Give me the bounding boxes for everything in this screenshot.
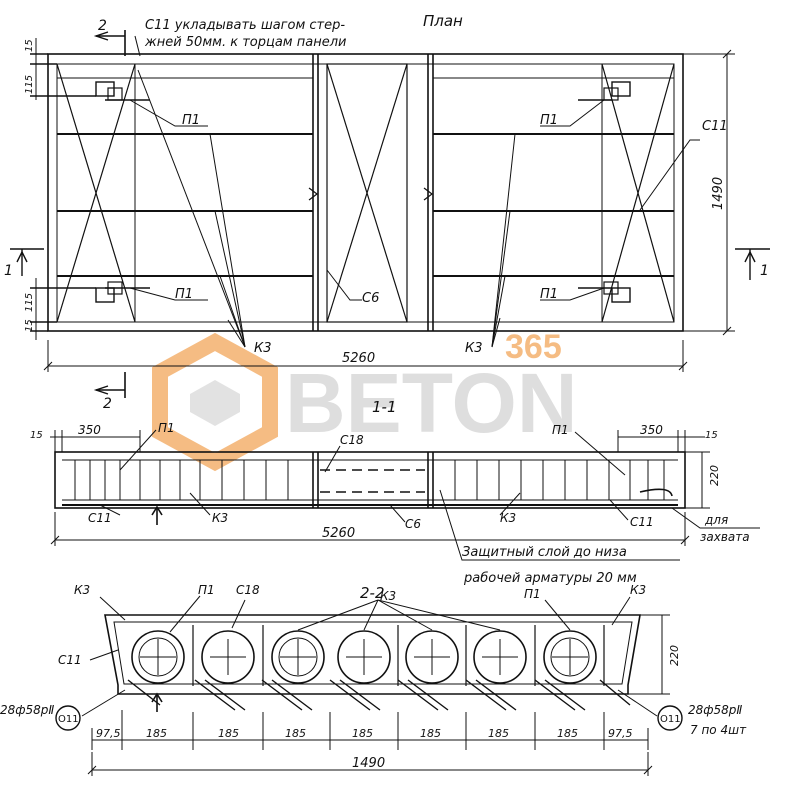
- plan-dim-top-b: 15: [24, 39, 35, 52]
- watermark: 365 BETON: [152, 328, 577, 472]
- plan-label-p1-bl: П1: [175, 287, 193, 302]
- void-circle: [201, 630, 255, 684]
- plan-label-s11: С11: [702, 119, 728, 134]
- plan-note-line1: С11 укладывать шагом стер-: [145, 18, 345, 33]
- section-1-1-label-s6: С6: [405, 517, 421, 531]
- section-1-1-title: 1-1: [372, 398, 397, 416]
- section-1-1-cover-note-2: рабочей арматуры 20 мм: [463, 571, 637, 586]
- section-1-1-label-s11-right: С11: [630, 515, 654, 529]
- oi-marker-left: [55, 705, 81, 731]
- plan-section-mark-2-bottom: 2: [103, 396, 112, 412]
- plan-label-p1-br: П1: [540, 287, 558, 302]
- plan-section-mark-2-top: 2: [98, 18, 107, 34]
- section-2-2-label-p1-right: П1: [524, 587, 541, 601]
- section-2-2-dim-pitch-3: 185: [285, 727, 306, 740]
- section-2-2-label-k3-center: К3: [380, 589, 396, 603]
- section-1-1-label-s18: С18: [340, 433, 364, 447]
- section-2-2-voids: [131, 630, 597, 684]
- void-circle: [131, 630, 185, 684]
- watermark-number: 365: [505, 328, 562, 366]
- section-2-2-dim-pitch-2: 185: [218, 727, 239, 740]
- section-2-2-dim-pitch-4: 185: [352, 727, 373, 740]
- section-2-2-label-s18: С18: [236, 583, 260, 597]
- section-1-1-label-k3-left: К3: [212, 511, 228, 525]
- plan-section-mark-1-left: 1: [4, 263, 13, 279]
- plan-outline: [47, 53, 684, 332]
- void-circle: [337, 630, 391, 684]
- section-2-2-dim-pitch-5: 185: [420, 727, 441, 740]
- section-1-1-grip-note-2: захвата: [700, 530, 750, 544]
- plan-dim-length: 5260: [342, 351, 375, 366]
- section-1-1-label-p1-left: П1: [158, 421, 175, 435]
- section-2-2-label-k3-right: К3: [630, 583, 646, 597]
- watermark-word: BETON: [285, 356, 577, 450]
- section-2-2-dim-height: 220: [668, 645, 681, 666]
- section-2-2-label-p1-left: П1: [198, 583, 215, 597]
- section-1-1-label-k3-right: К3: [500, 511, 516, 525]
- plan-title: План: [423, 12, 463, 30]
- section-1-1-dim-end-left: 350: [78, 423, 101, 437]
- section-2-2-rebar-right-1: 28ф58рⅡ: [688, 703, 742, 717]
- section-2-2-dim-end-right: 97,5: [608, 727, 633, 740]
- section-2-2-rebar-left: 28ф58рⅡ: [0, 703, 54, 717]
- oi-marker-right: [657, 705, 683, 731]
- section-1-1-label-p1-right: П1: [552, 423, 569, 437]
- section-1-1-outline: [54, 451, 686, 509]
- section-2-2-label-s11: С11: [58, 653, 82, 667]
- void-circle: [405, 630, 459, 684]
- plan-dim-width: 1490: [711, 177, 726, 210]
- section-1-1-dim-end-right: 350: [640, 423, 663, 437]
- section-2-2-dim-pitch-1: 185: [146, 727, 167, 740]
- section-2-2-title: 2-2: [360, 584, 385, 602]
- section-1-1-dim-edge-left: 15: [30, 430, 43, 441]
- plan-dim-bottom-a: 115: [24, 293, 35, 312]
- section-2-2-oi-left: О11: [58, 714, 79, 725]
- plan-label-k3-right: К3: [465, 341, 483, 356]
- section-2-2-oi-right: О11: [660, 714, 681, 725]
- section-2-2-label-k3-left: К3: [74, 583, 90, 597]
- section-1-1-grip-note-1: для: [704, 513, 728, 527]
- plan-dim-bottom-b: 15: [24, 319, 35, 332]
- plan-inner-outline: [56, 63, 675, 323]
- section-1-1: [50, 429, 760, 561]
- section-1-1-dim-height: 220: [708, 465, 721, 486]
- plan-note-line2: жней 50мм. к торцам панели: [144, 35, 346, 50]
- watermark-logo-icon: [152, 332, 278, 472]
- plan-texts: План С11 укладывать шагом стер- жней 50м…: [4, 12, 769, 412]
- section-1-1-dim-edge-right: 15: [705, 430, 718, 441]
- plan-label-k3-left: К3: [254, 341, 272, 356]
- plan-label-s6: С6: [362, 291, 379, 306]
- void-circle: [473, 630, 527, 684]
- plan-section-mark-1-right: 1: [760, 263, 769, 279]
- section-2-2-dim-pitch-6: 185: [488, 727, 509, 740]
- section-1-1-cover-note-1: Защитный слой до низа: [462, 545, 627, 560]
- void-circle: [271, 630, 325, 684]
- section-2-2-texts: 2-2 К3 П1 С18 К3 П1 К3 С11 28ф58рⅡ О11 О…: [0, 583, 747, 771]
- section-2-2: [55, 595, 683, 776]
- section-1-1-dim-length: 5260: [322, 526, 355, 541]
- section-1-1-texts: 1-1 15 350 350 15 220 П1 С18 П1 С11 К3 С…: [30, 398, 750, 586]
- plan-label-p1-tr: П1: [540, 113, 558, 128]
- plan-label-p1-tl: П1: [182, 113, 200, 128]
- section-2-2-rebar-right-2: 7 по 4шт: [690, 723, 747, 737]
- section-1-1-label-s11-left: С11: [88, 511, 112, 525]
- section-2-2-dim-total: 1490: [352, 756, 385, 771]
- section-2-2-dim-end-left: 97,5: [96, 727, 121, 740]
- section-2-2-dim-pitch-7: 185: [557, 727, 578, 740]
- plan-dim-top-a: 115: [24, 75, 35, 94]
- plan-view: [10, 30, 770, 398]
- void-circle: [543, 630, 597, 684]
